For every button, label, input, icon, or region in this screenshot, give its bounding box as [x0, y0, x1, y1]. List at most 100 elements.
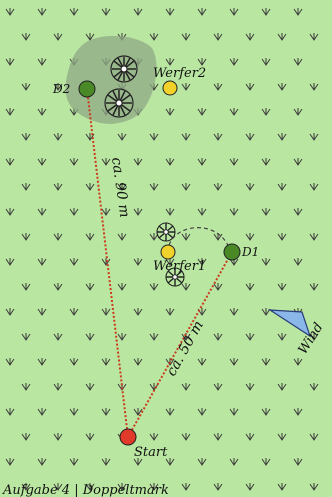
grass-tuft-icon [214, 433, 222, 440]
grass-tuft-icon [150, 183, 158, 190]
grass-tuft-icon [166, 408, 174, 415]
grass-tuft-icon [118, 233, 126, 240]
grass-tuft-icon [246, 233, 254, 240]
grass-tuft-icon [6, 8, 14, 15]
grass-tuft-icon [310, 433, 318, 440]
grass-tuft-icon [102, 208, 110, 215]
grass-tuft-icon [102, 308, 110, 315]
grass-tuft-icon [38, 158, 46, 165]
grass-tuft-icon [230, 108, 238, 115]
grass-tuft-icon [150, 33, 158, 40]
grass-tuft-icon [38, 58, 46, 65]
grass-tuft-icon [198, 208, 206, 215]
grass-tuft-icon [262, 358, 270, 365]
grass-tuft-icon [38, 408, 46, 415]
marker-d1[interactable] [224, 244, 240, 260]
grass-tuft-icon [182, 383, 190, 390]
label-d1: D1 [241, 245, 259, 259]
wind-pennant-icon[interactable]: Wind [270, 310, 326, 357]
grass-tuft-icon [54, 383, 62, 390]
grass-tuft-icon [294, 8, 302, 15]
grass-tuft-icon [118, 133, 126, 140]
grass-tuft-icon [198, 458, 206, 465]
grass-tuft-icon [22, 233, 30, 240]
grass-tuft-icon [70, 458, 78, 465]
grass-tuft-icon [70, 208, 78, 215]
grass-tuft-icon [214, 283, 222, 290]
grass-tuft-icon [246, 333, 254, 340]
grass-tuft-icon [38, 308, 46, 315]
grass-tuft-icon [166, 108, 174, 115]
grass-tuft-icon [6, 308, 14, 315]
grass-tuft-icon [182, 283, 190, 290]
grass-tuft-icon [182, 433, 190, 440]
grass-tuft-icon [230, 158, 238, 165]
grass-tuft-icon [70, 158, 78, 165]
grass-tuft-icon [22, 133, 30, 140]
marker-start[interactable] [120, 429, 136, 445]
grass-tuft-icon [38, 458, 46, 465]
grass-tuft-icon [22, 83, 30, 90]
grass-tuft-icon [310, 133, 318, 140]
marker-werfer1[interactable] [161, 245, 175, 259]
marker-d2[interactable] [79, 81, 95, 97]
grass-tuft-icon [262, 8, 270, 15]
grass-tuft-icon [86, 383, 94, 390]
grass-tuft-icon [294, 158, 302, 165]
grass-tuft-icon [182, 133, 190, 140]
grass-tuft-icon [182, 483, 190, 490]
grass-tuft-icon [86, 33, 94, 40]
tree-icon [111, 56, 137, 82]
grass-tuft-icon [294, 108, 302, 115]
grass-tuft-icon [198, 58, 206, 65]
grass-tuft-icon [70, 408, 78, 415]
grass-tuft-icon [294, 358, 302, 365]
grass-tuft-icon [278, 333, 286, 340]
grass-tuft-icon [310, 283, 318, 290]
grass-tuft-icon [134, 258, 142, 265]
grass-tuft-icon [134, 158, 142, 165]
grass-tuft-icon [166, 208, 174, 215]
grass-tuft-icon [214, 333, 222, 340]
grass-tuft-icon [6, 158, 14, 165]
grass-tuft-icon [38, 358, 46, 365]
grass-tuft-icon [54, 283, 62, 290]
grass-tuft-icon [70, 8, 78, 15]
grass-tuft-icon [166, 58, 174, 65]
grass-tuft-icon [182, 33, 190, 40]
grass-tuft-icon [310, 483, 318, 490]
grass-tuft-icon [22, 183, 30, 190]
grass-tuft-icon [262, 158, 270, 165]
grass-tuft-icon [70, 258, 78, 265]
marker-werfer2[interactable] [163, 81, 177, 95]
label-werfer2: Werfer2 [153, 66, 206, 81]
grass-tuft-icon [262, 408, 270, 415]
distance-label-d1: ca. 50 m [164, 318, 207, 379]
grass-tuft-icon [38, 208, 46, 215]
grass-tuft-icon [294, 208, 302, 215]
grass-tuft-icon [166, 308, 174, 315]
grass-tuft-icon [214, 83, 222, 90]
grass-tuft-icon [22, 333, 30, 340]
grass-tuft-icon [294, 408, 302, 415]
grass-tuft-icon [294, 458, 302, 465]
grass-tuft-icon [198, 408, 206, 415]
grass-tuft-icon [150, 433, 158, 440]
grass-tuft-icon [22, 283, 30, 290]
grass-tuft-icon [102, 8, 110, 15]
grass-tuft-icon [262, 208, 270, 215]
grass-tuft-icon [246, 283, 254, 290]
grass-tuft-icon [230, 458, 238, 465]
grass-tuft-icon [310, 83, 318, 90]
grass-tuft-icon [246, 133, 254, 140]
distance-label-d2: ca. 90 m [108, 156, 132, 218]
grass-tuft-icon [230, 208, 238, 215]
grass-tuft-icon [230, 408, 238, 415]
grass-tuft-icon [54, 183, 62, 190]
grass-tuft-icon [278, 383, 286, 390]
grass-tuft-icon [230, 58, 238, 65]
grass-tuft-icon [182, 83, 190, 90]
grass-tuft-icon [70, 358, 78, 365]
